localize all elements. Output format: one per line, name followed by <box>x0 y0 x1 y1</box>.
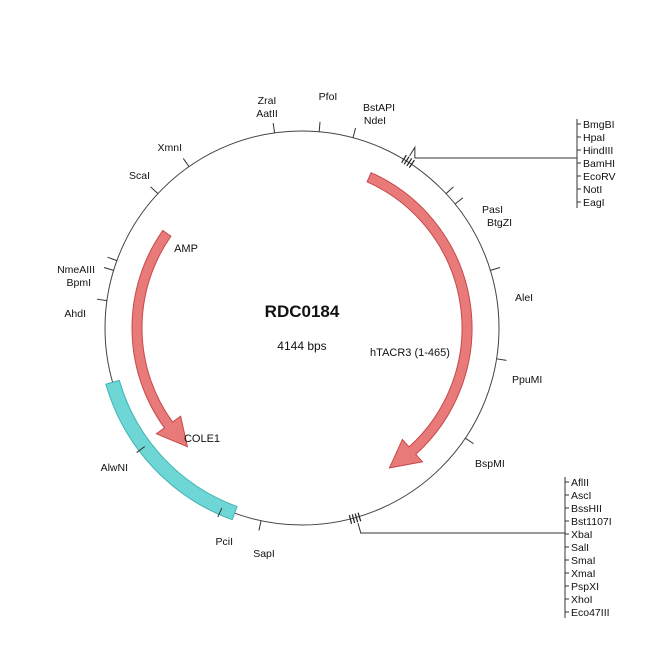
cluster-site-label-aflii: AflII <box>571 477 589 489</box>
site-label-nmeaiii: NmeAIII <box>57 264 95 276</box>
site-tick-pcii <box>217 507 223 518</box>
feature-label-htacr3-1-465: hTACR3 (1-465) <box>370 347 450 359</box>
feature-arrow-htacr3-1-465 <box>366 172 473 469</box>
cluster-0-tick <box>403 156 410 165</box>
feature-arrow-amp <box>131 229 189 448</box>
cluster-site-label-xmai: XmaI <box>571 568 596 580</box>
cluster-site-label-noti: NotI <box>583 184 602 196</box>
cluster-0-leader-line <box>409 145 577 159</box>
site-tick-bpmi <box>103 267 114 271</box>
site-label-bstapi: BstAPI <box>363 102 395 114</box>
center-labels: RDC0184 4144 bps <box>265 302 340 353</box>
plasmid-name: RDC0184 <box>265 302 340 321</box>
cluster-site-label-bmgbi: BmgBI <box>583 119 615 131</box>
site-tick-pasi <box>445 186 454 195</box>
site-tick-btgzi <box>454 197 464 205</box>
cluster-1-tick <box>357 512 362 522</box>
site-label-alei: AleI <box>515 292 533 304</box>
site-label-pcii: PciI <box>215 536 233 548</box>
clusters-layer: BmgBIHpaIHindIIIBamHIEcoRVNotIEagIAflIIA… <box>348 119 616 619</box>
cluster-1-leader-line <box>357 522 565 534</box>
site-tick-nmeaiii <box>107 256 118 262</box>
site-tick-alei <box>490 267 501 271</box>
site-label-pasi: PasI <box>482 204 503 216</box>
site-label-scai: ScaI <box>129 170 150 182</box>
cluster-site-label-sali: SalI <box>571 542 589 554</box>
cluster-site-label-hpai: HpaI <box>583 132 605 144</box>
site-label-btgzi: BtgZI <box>487 217 512 229</box>
site-tick-bstapi <box>352 127 357 138</box>
cluster-1-tick <box>354 513 359 523</box>
site-tick-xmni <box>182 158 190 167</box>
cluster-1-tick <box>351 514 356 524</box>
cluster-site-label-xhoi: XhoI <box>571 594 593 606</box>
feature-box-cole1 <box>105 379 238 521</box>
cluster-site-label-ecorv: EcoRV <box>583 171 616 183</box>
site-label-bpmi: BpmI <box>66 277 91 289</box>
plasmid-backbone-circle <box>104 130 500 526</box>
site-tick-ppumi <box>496 358 507 361</box>
site-label-aatii: AatII <box>256 108 278 120</box>
cluster-site-label-smai: SmaI <box>571 555 596 567</box>
features-layer: AMP hTACR3 (1-465) COLE1 <box>105 172 473 521</box>
cluster-site-label-xbai: XbaI <box>571 529 593 541</box>
site-label-xmni: XmnI <box>157 142 182 154</box>
cluster-0-tick <box>401 154 407 164</box>
cluster-site-label-hindiii: HindIII <box>583 145 613 157</box>
site-label-alwni: AlwNI <box>101 462 128 474</box>
feature-label-amp: AMP <box>174 243 198 255</box>
site-label-pfoi: PfoI <box>319 91 338 103</box>
plasmid-size: 4144 bps <box>277 339 326 353</box>
backbone-layer <box>104 130 500 526</box>
site-label-ndei: NdeI <box>364 115 386 127</box>
site-tick-scai <box>150 186 159 195</box>
site-tick-alwni <box>136 446 145 453</box>
site-tick-sapi <box>258 520 262 531</box>
site-label-ppumi: PpuMI <box>512 374 542 386</box>
cluster-site-label-bsshii: BssHII <box>571 503 602 515</box>
cluster-site-label-bst1107i: Bst1107I <box>571 516 612 528</box>
cluster-site-label-bamhi: BamHI <box>583 158 615 170</box>
cluster-site-label-eagi: EagI <box>583 197 605 209</box>
cluster-site-label-asci: AscI <box>571 490 591 502</box>
site-tick-bspmi <box>465 437 474 445</box>
cluster-site-label-eco47iii: Eco47III <box>571 607 610 619</box>
cluster-site-label-pspxi: PspXI <box>571 581 599 593</box>
site-tick-pfoi <box>318 121 321 132</box>
site-tick-zrai <box>272 122 276 133</box>
site-label-ahdi: AhdI <box>64 308 86 320</box>
cluster-0-tick <box>408 159 415 168</box>
cluster-0-tick <box>406 158 413 167</box>
cluster-1-tick <box>348 514 353 524</box>
feature-label-cole1: COLE1 <box>184 433 220 445</box>
site-tick-ahdi <box>96 298 107 302</box>
site-label-bspmi: BspMI <box>475 458 505 470</box>
site-label-zrai: ZraI <box>258 95 277 107</box>
site-label-sapi: SapI <box>253 548 275 560</box>
